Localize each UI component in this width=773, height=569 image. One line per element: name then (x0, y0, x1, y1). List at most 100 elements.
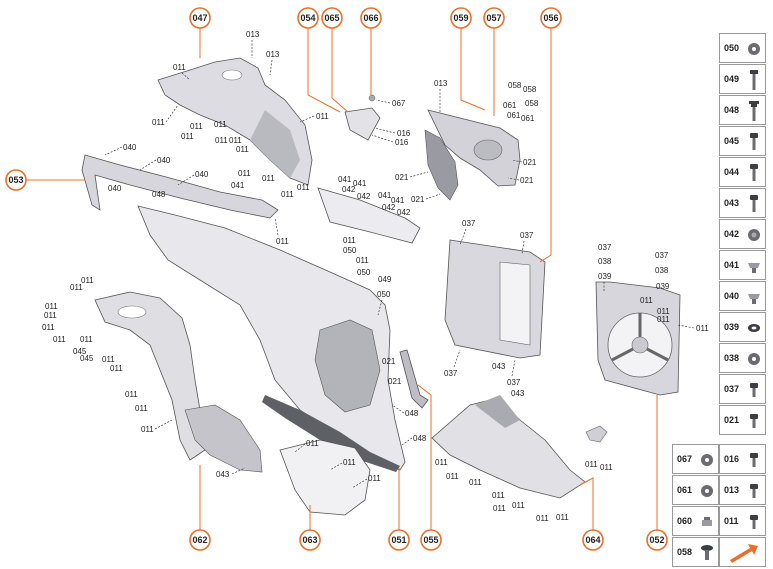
washer-icon (700, 449, 714, 471)
grommet-icon (747, 224, 761, 246)
screw-short-icon (747, 410, 761, 432)
legend-code: 060 (677, 516, 693, 526)
label-011: 011 (306, 439, 319, 448)
legend-code: 058 (677, 547, 693, 557)
screw-short-icon (747, 449, 761, 471)
legend-cell-016: 016 (719, 444, 766, 474)
label-043: 043 (492, 362, 506, 371)
callout-number: 056 (543, 13, 558, 23)
callout-number: 055 (423, 535, 438, 545)
legend-cell-039: 039 (719, 312, 766, 342)
washer-icon (747, 38, 761, 60)
label-040: 040 (123, 143, 137, 152)
label-011: 011 (368, 474, 381, 483)
callout-063: 063 (299, 529, 321, 551)
callout-circle (360, 7, 382, 29)
legend-code: 043 (724, 198, 740, 208)
label-050: 050 (357, 268, 371, 277)
label-011: 011 (600, 463, 613, 472)
label-061: 061 (507, 111, 521, 120)
legend-code: 013 (724, 485, 740, 495)
legend-code: 050 (724, 43, 740, 53)
label-011: 011 (469, 478, 482, 487)
callout-circle (189, 7, 211, 29)
legend-cell-011: 011 (719, 506, 766, 536)
label-011: 011 (657, 315, 670, 324)
callout-055: 055 (420, 529, 442, 551)
label-013: 013 (246, 30, 260, 39)
label-050: 050 (343, 246, 357, 255)
label-011: 011 (446, 472, 459, 481)
callout-number: 063 (302, 535, 317, 545)
label-037: 037 (655, 251, 669, 260)
callout-number: 053 (8, 175, 23, 185)
label-039: 039 (598, 272, 612, 281)
label-061: 061 (503, 101, 517, 110)
clip-part (585, 425, 608, 443)
part-063 (279, 439, 371, 516)
callout-062: 062 (189, 529, 211, 551)
label-042: 042 (342, 185, 356, 194)
label-038: 038 (655, 266, 669, 275)
label-043: 043 (511, 389, 525, 398)
label-011: 011 (173, 63, 186, 72)
callout-circle (420, 529, 442, 551)
label-011: 011 (181, 132, 194, 141)
legend-cell-050: 050 (719, 33, 766, 63)
label-013: 013 (434, 79, 448, 88)
label-048: 048 (405, 409, 419, 418)
callout-circle (646, 529, 668, 551)
callout-065: 065 (321, 7, 343, 29)
callout-number: 057 (486, 13, 501, 23)
legend-code: 042 (724, 229, 740, 239)
label-042: 042 (382, 203, 396, 212)
legend-cell-061: 061 (672, 475, 719, 505)
label-011: 011 (236, 145, 249, 154)
label-011: 011 (536, 514, 549, 523)
label-011: 011 (44, 311, 57, 320)
label-011: 011 (70, 283, 83, 292)
label-011: 011 (135, 404, 148, 413)
label-042: 042 (397, 208, 411, 217)
label-048: 048 (413, 434, 427, 443)
label-016: 016 (395, 138, 409, 147)
callout-circle (299, 529, 321, 551)
screw-066 (368, 94, 376, 102)
label-011: 011 (435, 458, 448, 467)
legend-cell-048: 048 (719, 95, 766, 125)
callout-052: 052 (646, 529, 668, 551)
label-011: 011 (276, 237, 289, 246)
legend-code: 049 (724, 74, 740, 84)
washer-icon (747, 348, 761, 370)
legend-code: 045 (724, 136, 740, 146)
arrow-icon (728, 542, 758, 564)
label-040: 040 (108, 184, 122, 193)
label-011: 011 (110, 364, 123, 373)
label-011: 011 (80, 335, 93, 344)
legend-code: 067 (677, 454, 693, 464)
screw-flange-icon (747, 100, 761, 122)
callout-064: 064 (582, 529, 604, 551)
callout-number: 065 (324, 13, 339, 23)
label-041: 041 (353, 179, 367, 188)
callout-circle (297, 7, 319, 29)
label-011: 011 (102, 355, 115, 364)
clip-nut-icon (747, 255, 761, 277)
label-037: 037 (507, 378, 521, 387)
part-labels: 013 013 011 011 011 011 011 011 011 011 … (42, 30, 709, 523)
label-037: 037 (462, 219, 476, 228)
legend-cell-067: 067 (672, 444, 719, 474)
label-043: 043 (216, 470, 230, 479)
label-011: 011 (493, 504, 506, 513)
label-045: 045 (73, 347, 87, 356)
legend-cell-040: 040 (719, 281, 766, 311)
label-011: 011 (343, 236, 356, 245)
label-048: 048 (152, 190, 166, 199)
legend-code: 037 (724, 384, 740, 394)
legend-code: 021 (724, 415, 740, 425)
legend-cell-049: 049 (719, 64, 766, 94)
legend-cell-058: 058 (672, 537, 719, 567)
legend-code: 044 (724, 167, 740, 177)
callout-circle (189, 529, 211, 551)
